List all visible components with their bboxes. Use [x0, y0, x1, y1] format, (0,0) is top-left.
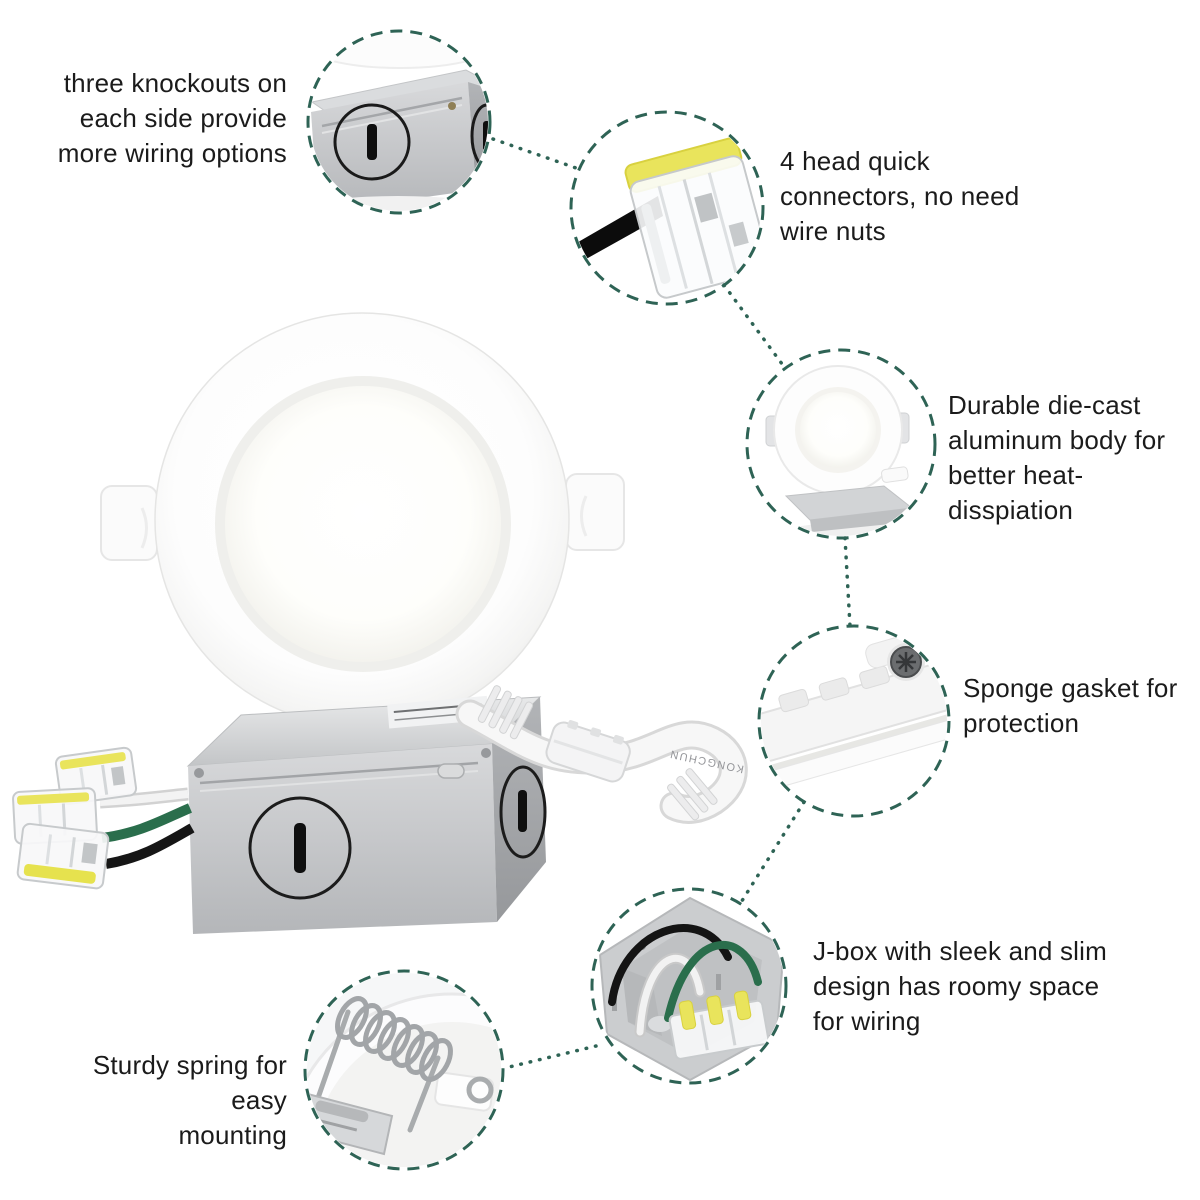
callout-line: protection	[963, 708, 1080, 738]
right-spring-clip	[565, 473, 625, 551]
callout-line: aluminum body for	[948, 425, 1166, 455]
callout-line: 4 head quick	[780, 146, 930, 176]
cable-connector-barrel	[545, 720, 631, 783]
callout-line: three knockouts on	[63, 68, 287, 98]
callout-circle-knockouts	[306, 29, 492, 215]
quick-connectors-with-wires	[12, 746, 195, 890]
callout-text-knockouts: three knockouts on each side provide mor…	[40, 66, 287, 171]
callout-circle-spring	[303, 969, 505, 1171]
callout-circles	[303, 29, 951, 1171]
jbox-interior-wiring-photo	[594, 891, 784, 1081]
green-wire	[101, 803, 192, 843]
callout-line: more wiring options	[57, 138, 287, 168]
jbox-latch	[437, 763, 465, 779]
callout-line: for wiring	[813, 1006, 921, 1036]
push-in-wire-connector-photo	[573, 114, 761, 302]
callout-line: each side provide	[79, 103, 287, 133]
callout-text-spring: Sturdy spring for easy mounting	[40, 1048, 287, 1153]
black-wire	[608, 924, 732, 1006]
front-knockout	[248, 796, 352, 900]
callout-line: Sturdy spring for easy	[92, 1050, 287, 1115]
callout-circle-sponge-gasket	[757, 624, 951, 818]
callout-text-aluminum-body: Durable die-cast aluminum body for bette…	[948, 388, 1200, 528]
junction-box-knockouts-photo	[310, 33, 488, 211]
callout-line: J-box with sleek and slim	[813, 936, 1107, 966]
light-edge-gasket-screw-photo	[761, 628, 947, 814]
junction-box	[186, 695, 547, 934]
black-wire	[105, 823, 195, 869]
main-product-photo: KONGCHUN	[12, 312, 748, 934]
spring-coil	[335, 996, 453, 1082]
callout-text-quick-connectors: 4 head quick connectors, no need wire nu…	[780, 144, 1019, 249]
callout-line: mounting	[178, 1120, 287, 1150]
cable-ribs-start	[477, 685, 534, 740]
mounting-spring-clip-photo	[307, 973, 501, 1167]
downlight-face	[154, 312, 570, 728]
callout-circle-aluminum-body	[745, 348, 937, 540]
callout-line: wire nuts	[780, 216, 886, 246]
left-spring-clip	[100, 485, 158, 561]
side-knockout	[499, 765, 547, 859]
callout-line: Sponge gasket for	[963, 673, 1178, 703]
callout-circle-quick-connectors	[569, 110, 765, 306]
downlight-front-with-jbox-photo	[749, 352, 933, 536]
callout-text-jbox: J-box with sleek and slim design has roo…	[813, 934, 1107, 1039]
callout-line: Durable die-cast	[948, 390, 1141, 420]
white-wire	[99, 790, 189, 806]
callout-circle-jbox	[590, 887, 788, 1085]
power-cable: KONGCHUN	[455, 685, 748, 824]
callout-text-sponge-gasket: Sponge gasket for protection	[963, 671, 1177, 741]
green-wire	[664, 941, 762, 1022]
connector-block	[668, 990, 770, 1060]
callout-line: connectors, no need	[780, 181, 1020, 211]
callout-line: better heat-disspiation	[948, 460, 1084, 525]
cable-ribs-end	[667, 768, 718, 821]
callout-line: design has roomy space	[813, 971, 1100, 1001]
white-wire	[636, 954, 704, 1036]
callout-dotted-links	[491, 137, 852, 1070]
